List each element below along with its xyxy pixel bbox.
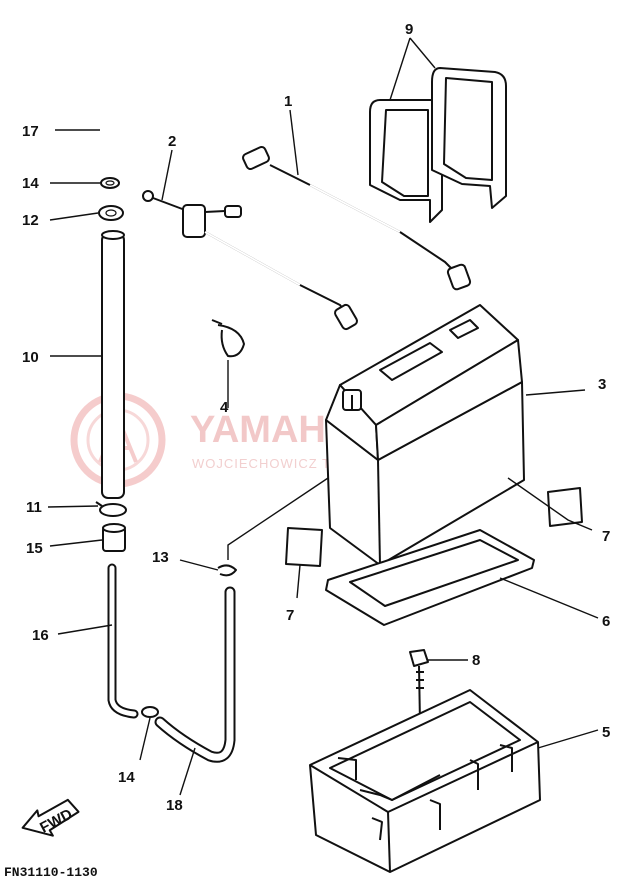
- callout-14-lower: 14: [118, 769, 135, 786]
- callout-8: 8: [472, 652, 480, 669]
- callout-17: 17: [22, 123, 39, 140]
- callout-1: 1: [284, 93, 292, 110]
- part-3-battery: [325, 304, 525, 566]
- callout-4: 4: [220, 399, 229, 416]
- part-12-joint: [98, 205, 124, 221]
- callout-7-left: 7: [286, 607, 294, 624]
- part-4-band: [211, 319, 245, 408]
- part-15-cap: [102, 523, 126, 552]
- callout-6: 6: [602, 613, 610, 630]
- part-13-clip: [217, 469, 341, 577]
- part-2-negative-cable: [142, 190, 358, 331]
- part-14-clip-lower: [141, 706, 159, 718]
- callout-11: 11: [26, 499, 42, 516]
- callout-2: 2: [168, 133, 176, 150]
- callout-7-right: 7: [602, 528, 610, 545]
- callout-3: 3: [598, 376, 606, 393]
- part-6-tray: [325, 529, 535, 626]
- part-14-clip-upper: [100, 177, 120, 189]
- callouts: 1 2 3 4 5 6 7 7 8 9 10 11 12 13 14 14 15…: [22, 21, 610, 814]
- callout-16: 16: [32, 627, 49, 644]
- callout-10: 10: [22, 349, 39, 366]
- part-17-hose: [102, 63, 136, 160]
- callout-9: 9: [405, 21, 413, 38]
- callout-18: 18: [166, 797, 183, 814]
- part-16-hose: [107, 563, 139, 719]
- callout-12: 12: [22, 212, 39, 229]
- part-9-battery-bands: [369, 67, 507, 223]
- leader-lines: [47, 37, 599, 796]
- callout-14-upper: 14: [22, 175, 39, 192]
- part-1-positive-cable: [242, 145, 472, 291]
- part-7-pad-left: [285, 527, 323, 567]
- part-18-hose: [154, 586, 236, 763]
- callout-5: 5: [602, 724, 610, 741]
- callout-15: 15: [26, 540, 43, 557]
- figure-code: FN31110-1130: [4, 865, 98, 880]
- part-7-pad-right: [547, 487, 583, 527]
- fwd-arrow-icon: FWD: [21, 798, 80, 837]
- part-11-clamp: [95, 501, 127, 517]
- part-5-battery-box: [309, 689, 541, 873]
- part-10-pipe: [101, 230, 125, 499]
- callout-13: 13: [152, 549, 169, 566]
